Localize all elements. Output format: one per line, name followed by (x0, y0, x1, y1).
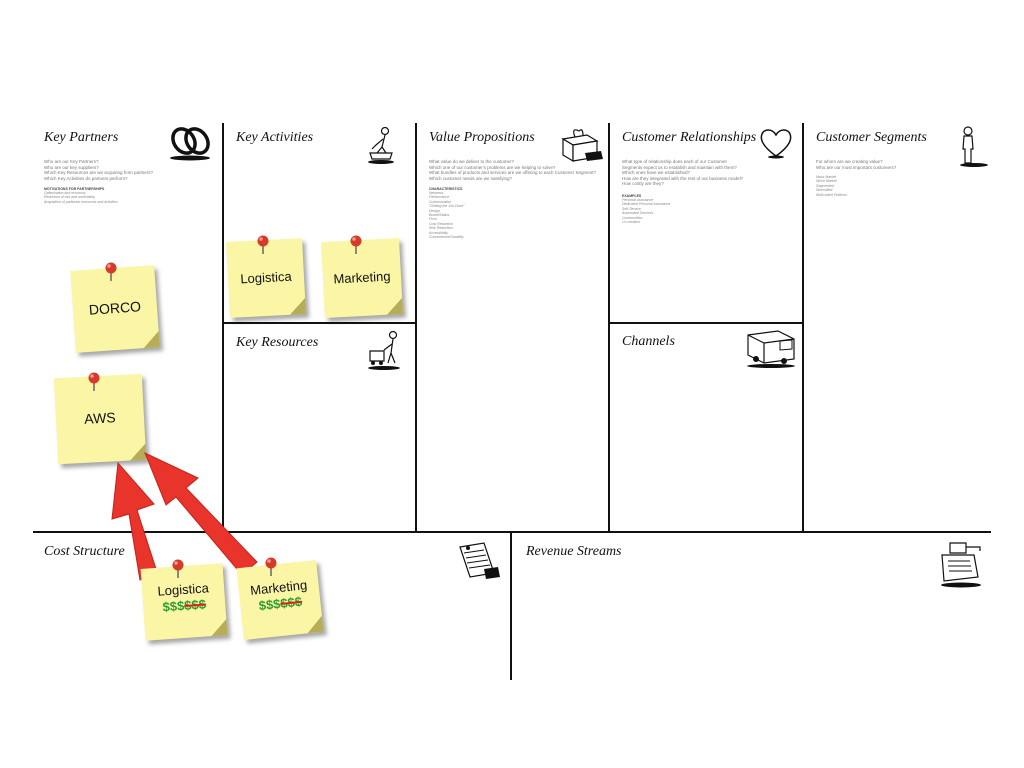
customer-segments-block: Customer Segments For whom are we creati… (804, 125, 994, 529)
block-title: Customer Segments (816, 130, 927, 145)
heart-icon (760, 129, 792, 159)
block-examples: Newness Performance Customization "Getti… (429, 191, 465, 240)
push-pin-icon (105, 262, 117, 281)
key-partners-block: Key Partners Who are our Key Partners? W… (40, 125, 220, 525)
block-subhead: EXAMPLES (622, 194, 642, 198)
push-pin-icon (172, 559, 184, 578)
block-questions: What value do we deliver to the customer… (429, 159, 597, 181)
price-tag-icon (459, 542, 500, 579)
person-working-icon (368, 126, 394, 164)
divider-cr-cs (802, 123, 804, 531)
price-kept: $$$ (162, 598, 185, 615)
person-with-cart-icon (368, 330, 400, 370)
arrow-from-logistica (111, 461, 158, 581)
person-standing-icon (960, 126, 988, 167)
price-struck: $$$ (279, 593, 303, 611)
push-pin-icon (350, 235, 362, 254)
block-title: Cost Structure (44, 544, 125, 559)
divider-vp-cr (608, 123, 610, 531)
divider-cr-ch (608, 322, 804, 324)
value-propositions-block: Value Propositions What value do we deli… (417, 125, 607, 529)
block-title: Revenue Streams (526, 544, 622, 559)
push-pin-icon (257, 235, 269, 254)
block-title: Value Propositions (429, 130, 535, 145)
push-pin-icon (265, 557, 277, 576)
revenue-streams-block: Revenue Streams (512, 533, 992, 679)
divider-ka-vp (415, 123, 417, 531)
key-activities-block: Key Activities (224, 125, 414, 321)
block-subhead: CHARACTERISTICS (429, 187, 463, 191)
key-resources-block: Key Resources (224, 325, 414, 529)
block-examples: Personal assistance Dedicated Personal A… (622, 198, 671, 225)
channels-block: Channels (610, 325, 800, 529)
block-questions: For whom are we creating value? Who are … (816, 159, 897, 170)
block-title: Key Activities (236, 130, 314, 145)
divider-ka-kr (222, 322, 417, 324)
divider-kp-ka (222, 123, 224, 531)
cash-register-icon (941, 542, 981, 588)
cost-structure-block: Cost Structure (40, 533, 508, 679)
block-title: Channels (622, 334, 675, 349)
delivery-truck-icon (747, 330, 795, 368)
customer-relationships-block: Customer Relationships What type of rela… (610, 125, 800, 321)
block-subhead: MOTIVATIONS FOR PARTNERSHIPS (44, 187, 105, 191)
block-questions: What type of relationship does each of o… (622, 159, 744, 187)
price-struck: $$$ (183, 596, 207, 613)
block-examples: Mass Market Niche Market Segmented Diver… (816, 175, 847, 197)
price-kept: $$$ (257, 596, 282, 614)
block-title: Key Resources (236, 335, 319, 350)
block-title: Key Partners (44, 130, 119, 145)
arrow-from-marketing (144, 452, 258, 576)
push-pin-icon (88, 372, 100, 391)
block-questions: Who are our Key Partners? Who are our ke… (44, 159, 154, 181)
divider-top-bottom (33, 531, 991, 533)
divider-cost-revenue (510, 531, 512, 680)
block-title: Customer Relationships (622, 130, 757, 145)
chain-links-icon (170, 127, 210, 161)
block-examples: Optimization and economy Reduction of ri… (44, 191, 118, 204)
gift-box-icon (561, 129, 603, 163)
